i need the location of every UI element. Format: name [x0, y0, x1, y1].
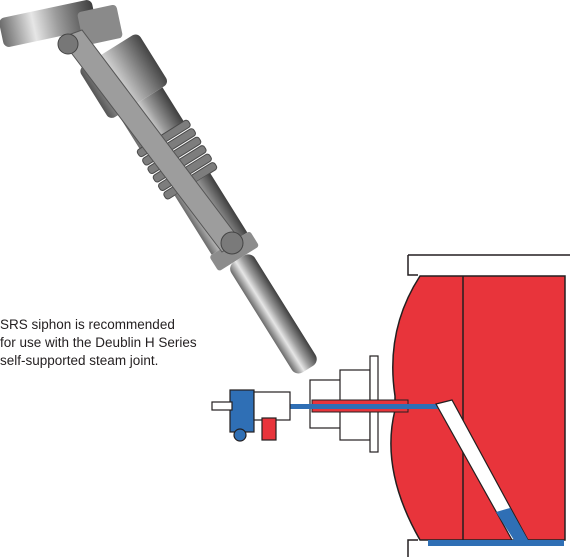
condensate-layer [428, 540, 564, 546]
caption-line-2: for use with the Deublin H Series [0, 335, 197, 351]
dryer-shell [407, 254, 570, 557]
caption-line-3: self-supported steam joint. [0, 353, 159, 369]
rotary-joint [211, 389, 291, 442]
condensate-pipe [240, 404, 440, 409]
caption: SRS siphon is recommended for use with t… [0, 316, 280, 371]
caption-line-1: SRS siphon is recommended [0, 317, 175, 332]
top-tube [0, 0, 123, 47]
